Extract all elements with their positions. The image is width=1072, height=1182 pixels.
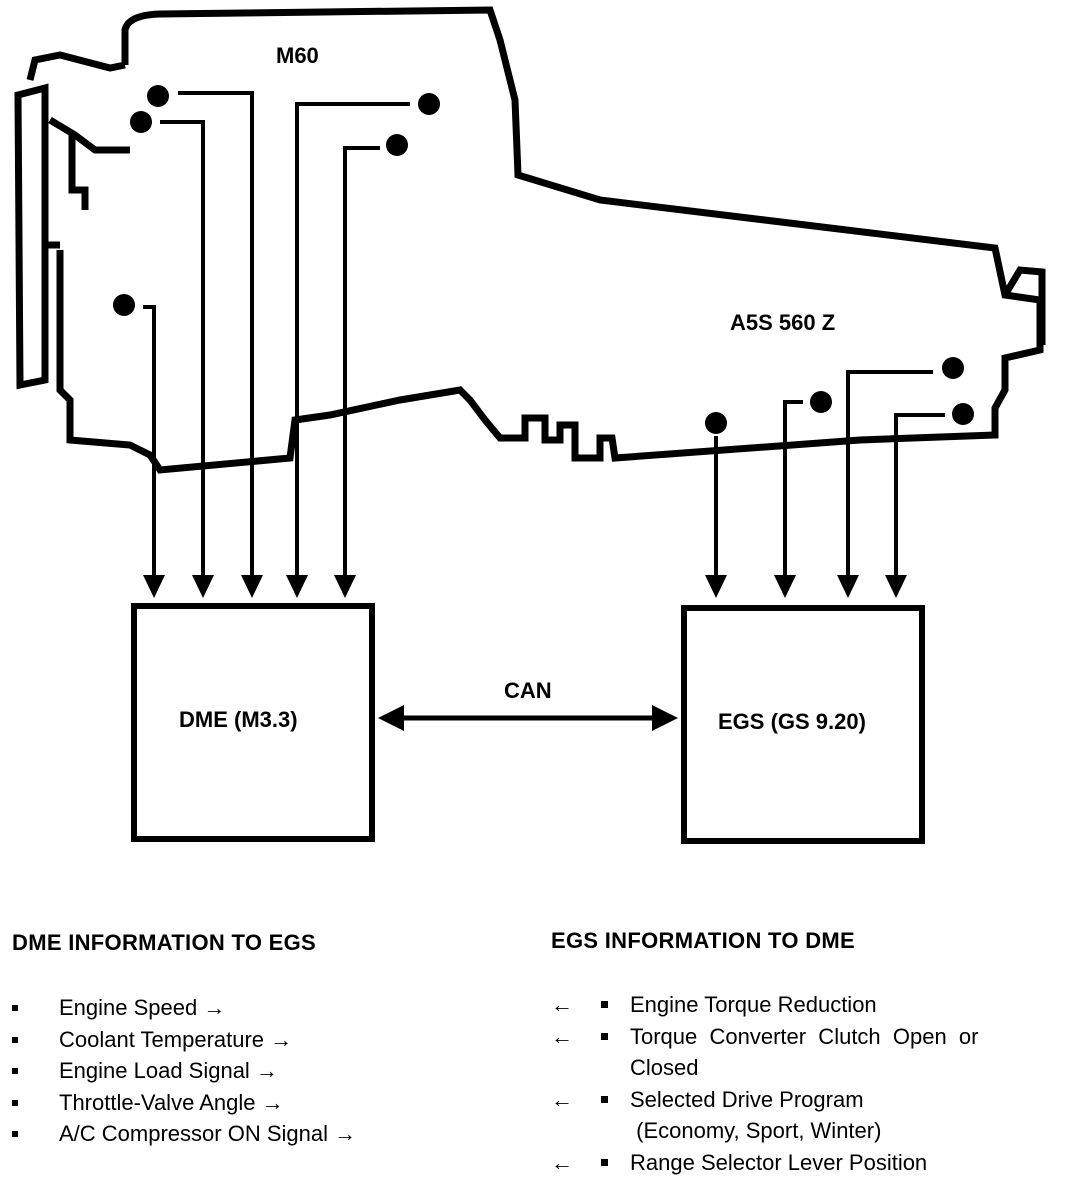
- list-item: Throttle-Valve Angle →: [12, 1087, 356, 1119]
- dme-box-label: DME (M3.3): [179, 707, 298, 732]
- list-item-label: Engine Speed →: [59, 995, 226, 1020]
- transmission-sensors: [705, 357, 974, 434]
- transmission-signal-lines: [714, 370, 945, 575]
- arrowhead: [885, 575, 907, 598]
- bullet-icon: [12, 1005, 18, 1011]
- list-item-label: Coolant Temperature →: [59, 1026, 293, 1052]
- list-item-label: Range Selector Lever Position: [630, 1149, 928, 1175]
- bullet-icon: [12, 1068, 18, 1074]
- list-item-label: Throttle-Valve Angle →: [59, 1089, 284, 1115]
- list-item-label: A/C Compressor ON Signal →: [59, 1121, 357, 1146]
- sensor-dot: [147, 85, 169, 107]
- sensor-dot: [705, 412, 727, 434]
- arrowhead: [334, 575, 356, 598]
- arrowhead: [286, 575, 308, 598]
- bullet-icon: [601, 1095, 608, 1103]
- transmission-arrowheads: [705, 575, 907, 598]
- transmission-label: A5S 560 Z: [730, 310, 835, 335]
- sensor-dot: [130, 111, 152, 133]
- arrowhead: [774, 575, 796, 598]
- left-arrow-icon: ←: [551, 1086, 573, 1112]
- arrowhead: [241, 575, 263, 598]
- list-item-label: Engine Torque Reduction: [630, 992, 877, 1017]
- engine-signal-lines: [143, 91, 410, 575]
- egs-to-dme-title: EGS INFORMATION TO DME: [551, 928, 856, 953]
- can-bus-arrow: [378, 705, 678, 731]
- engine-label: M60: [276, 43, 319, 68]
- dme-to-egs-title: DME INFORMATION TO EGS: [12, 930, 317, 955]
- bullet-icon: [601, 1158, 608, 1166]
- sensor-dot: [942, 357, 964, 379]
- dme-box: [131, 603, 375, 842]
- list-item-continuation: (Economy, Sport, Winter): [630, 1118, 882, 1143]
- bullet-icon: [12, 1099, 18, 1106]
- bullet-icon: [12, 1036, 18, 1043]
- arrowhead: [143, 575, 165, 598]
- list-item: ← Range Selector Lever Position: [551, 1147, 979, 1179]
- egs-box-label: EGS (GS 9.20): [718, 709, 866, 734]
- egs-to-dme-list: ← Engine Torque Reduction ← Torque Convert…: [551, 989, 979, 1178]
- sensor-dot: [810, 391, 832, 413]
- arrowhead: [837, 575, 859, 598]
- sensor-dot: [418, 93, 440, 115]
- bullet-icon: [12, 1131, 18, 1137]
- sensor-dot: [386, 134, 408, 156]
- can-bus-label: CAN: [504, 678, 552, 703]
- left-arrow-icon: ←: [551, 1149, 573, 1175]
- engine-transmission-diagram: M60 A5S 560 Z DME (M3.3) EGS (GS 9.20) C…: [14, 6, 1046, 844]
- bullet-icon: [601, 1032, 608, 1040]
- bullet-icon: [601, 1001, 608, 1008]
- list-item-label: Engine Load Signal →: [59, 1058, 278, 1083]
- list-item: ← Engine Torque Reduction: [551, 989, 979, 1021]
- list-item-label: Torque Converter Clutch Open or: [630, 1023, 979, 1049]
- list-item-label: Selected Drive Program: [630, 1086, 864, 1112]
- powertrain-outline: [14, 6, 1046, 474]
- list-item: ← Torque Converter Clutch Open or Closed: [551, 1021, 979, 1084]
- engine-sensors: [113, 85, 440, 316]
- left-arrow-icon: ←: [551, 992, 573, 1017]
- list-item: ← Selected Drive Program (Economy, Sport,…: [551, 1084, 979, 1147]
- dme-to-egs-list: Engine Speed → Coolant Temperature → Eng…: [12, 992, 356, 1150]
- list-item: A/C Compressor ON Signal →: [12, 1118, 356, 1150]
- sensor-dot: [113, 294, 135, 316]
- list-item: Coolant Temperature →: [12, 1024, 356, 1056]
- arrowhead: [192, 575, 214, 598]
- egs-box: [681, 605, 925, 844]
- left-arrow-icon: ←: [551, 1023, 573, 1049]
- engine-arrowheads: [143, 575, 356, 598]
- sensor-dot: [952, 403, 974, 425]
- list-item: Engine Speed →: [12, 992, 356, 1024]
- arrowhead: [705, 575, 727, 598]
- list-item: Engine Load Signal →: [12, 1055, 356, 1087]
- list-item-continuation: Closed: [630, 1055, 699, 1080]
